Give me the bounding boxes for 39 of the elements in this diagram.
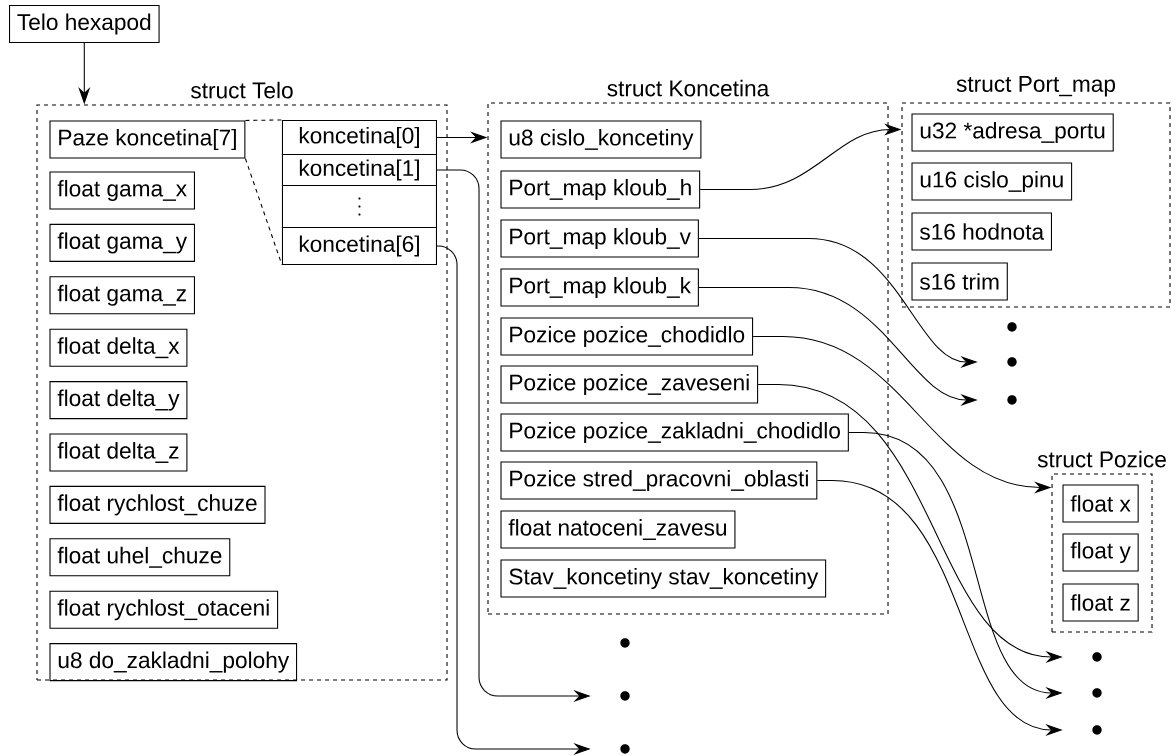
field-box: float rychlost_chuze [49, 485, 266, 524]
field-box: Paze koncetina[7] [49, 120, 246, 159]
field-box: Port_map kloub_v [500, 219, 699, 258]
array-cell: koncetina[6] [281, 226, 437, 265]
field-box: u8 do_zakladni_polohy [49, 643, 298, 682]
object-box: Telo hexapod [9, 5, 160, 44]
field-box: Pozice pozice_chodidlo [500, 317, 754, 356]
field-box: float z [1062, 583, 1139, 622]
field-box: float natoceni_zavesu [500, 510, 736, 549]
node-label: struct Koncetina [607, 79, 770, 97]
field-box: Pozice pozice_zakladni_chodidlo [500, 413, 849, 452]
node-label: struct Telo [190, 81, 293, 99]
array-cell: koncetina[0] [281, 119, 437, 155]
node-label: struct Pozice [1037, 450, 1166, 468]
field-box: Pozice pozice_zaveseni [500, 365, 759, 404]
field-box: float gama_x [49, 171, 195, 210]
field-box: float rychlost_otaceni [49, 590, 279, 629]
field-box: u8 cislo_koncetiny [500, 120, 702, 159]
field-box: float gama_y [49, 223, 195, 262]
node-label: struct Port_map [956, 76, 1116, 97]
dashed-line [244, 158, 283, 266]
field-box: float x [1062, 484, 1139, 523]
array-cell: koncetina[1] [281, 153, 437, 186]
field-box: Port_map kloub_h [500, 170, 701, 209]
field-box: float y [1062, 533, 1139, 572]
field-box: u32 *adresa_portu [911, 113, 1114, 152]
field-box: float gama_z [49, 276, 195, 315]
field-box: u16 cislo_pinu [911, 162, 1073, 201]
field-box: float delta_x [49, 328, 188, 367]
field-box: s16 trim [911, 262, 1008, 301]
field-box: float delta_y [49, 381, 188, 420]
array-cell [281, 184, 437, 228]
field-box: float uhel_chuze [49, 538, 231, 577]
field-box: Port_map kloub_k [500, 268, 699, 307]
field-box: s16 hodnota [911, 212, 1052, 251]
field-box: float delta_z [49, 433, 188, 472]
field-box: Stav_koncetiny stav_koncetiny [500, 559, 827, 598]
field-box: Pozice stred_pracovni_oblasti [500, 461, 818, 500]
dashed-line [244, 119, 283, 121]
